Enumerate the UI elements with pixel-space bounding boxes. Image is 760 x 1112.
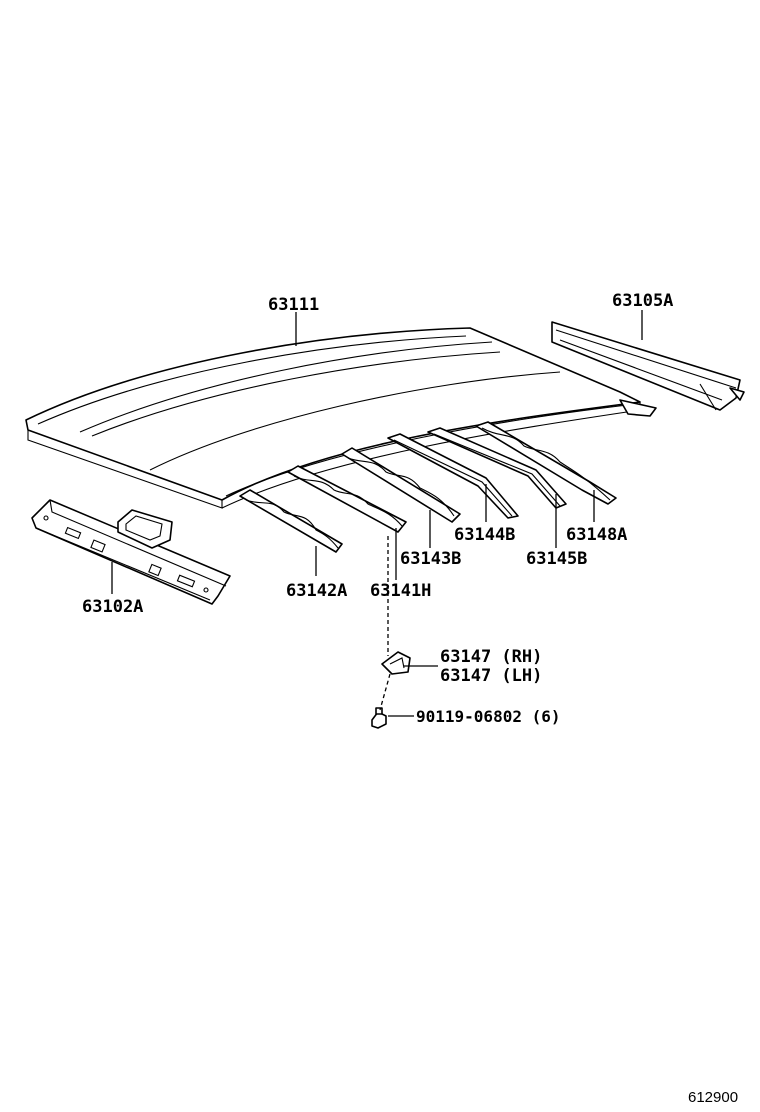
label-63105a: 63105A	[612, 291, 673, 311]
label-63148a: 63148A	[566, 525, 627, 545]
label-63147-lh: 63147 (LH)	[440, 666, 542, 686]
bolt	[371, 707, 387, 729]
roof-bow-63144b	[387, 433, 519, 519]
label-63111: 63111	[268, 295, 319, 315]
label-63142a: 63142A	[286, 581, 347, 601]
leader-lines	[111, 310, 643, 717]
roof-bow-63145b	[427, 427, 567, 509]
label-63145b: 63145B	[526, 549, 587, 569]
label-63144b: 63144B	[454, 525, 515, 545]
roof-bracket	[381, 651, 411, 675]
label-bolt: 90119-06802 (6)	[416, 707, 561, 726]
roof-bow-63148a	[475, 421, 617, 505]
roof-bow-63141h	[287, 465, 407, 533]
roof-bow-63143b	[341, 447, 461, 523]
roof-bow-63142a	[239, 489, 343, 553]
label-63143b: 63143B	[400, 549, 461, 569]
rear-header-panel	[31, 499, 231, 605]
footer-code: 612900	[688, 1089, 738, 1106]
label-63141h: 63141H	[370, 581, 431, 601]
label-63147-rh: 63147 (RH)	[440, 647, 542, 667]
assembly-line-bolt	[379, 673, 391, 711]
roof-panel	[25, 327, 657, 509]
front-header-panel	[551, 321, 745, 411]
label-63102a: 63102A	[82, 597, 143, 617]
